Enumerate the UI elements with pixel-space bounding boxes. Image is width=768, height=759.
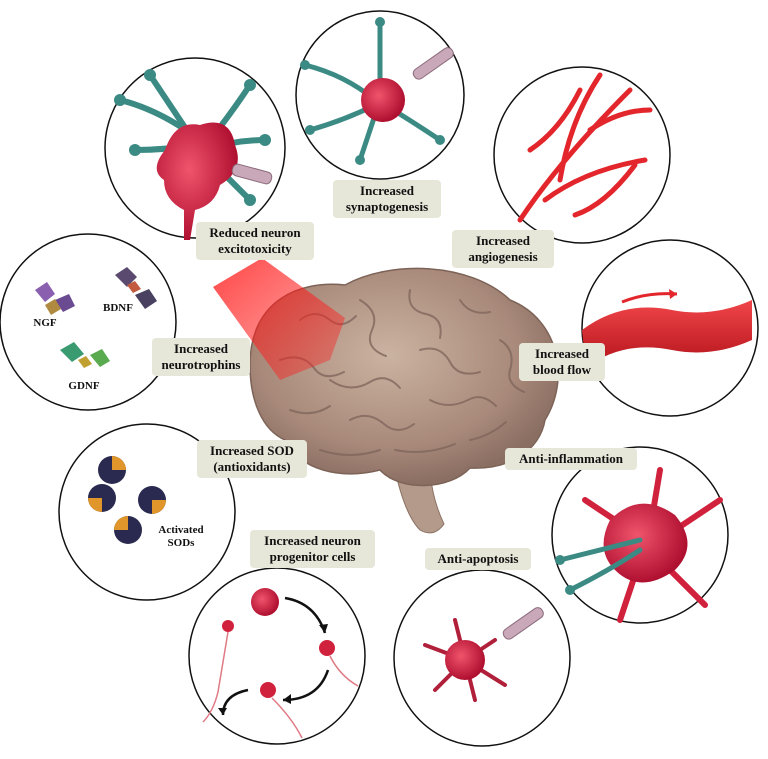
panel-anti-apoptosis [393, 569, 571, 747]
label-blood-flow: Increased blood flow [519, 343, 605, 381]
panel-progenitor [188, 567, 366, 745]
label-anti-inflammation: Anti-inflammation [505, 448, 637, 470]
panel-sod [58, 423, 236, 601]
label-neurotrophins: Increased neurotrophins [152, 338, 250, 376]
label-synaptogenesis: Increased synaptogenesis [333, 180, 441, 218]
sod-molecule [88, 456, 166, 544]
label-sod: Increased SOD (antioxidants) [197, 440, 307, 478]
panel-anti-inflammation [551, 446, 729, 624]
gdnf-molecule [60, 342, 110, 368]
panel-neurotrophins [0, 233, 177, 411]
ngf-molecule [35, 282, 75, 315]
label-activated-sods: Activated SODs [158, 524, 204, 549]
light-beam [213, 258, 345, 380]
label-progenitor: Increased neuron progenitor cells [250, 530, 375, 568]
label-bdnf: BDNF [103, 302, 133, 314]
panel-angiogenesis [493, 66, 671, 244]
bdnf-molecule [115, 267, 157, 309]
label-anti-apoptosis: Anti-apoptosis [425, 548, 531, 570]
panel-excitotoxicity [104, 57, 286, 240]
label-excitotoxicity: Reduced neuron excitotoxicity [196, 222, 314, 260]
label-ngf: NGF [33, 317, 57, 329]
label-gdnf: GDNF [68, 380, 100, 392]
label-angiogenesis: Increased angiogenesis [452, 230, 554, 268]
panel-blood-flow [581, 239, 759, 417]
panel-synaptogenesis [295, 10, 465, 180]
